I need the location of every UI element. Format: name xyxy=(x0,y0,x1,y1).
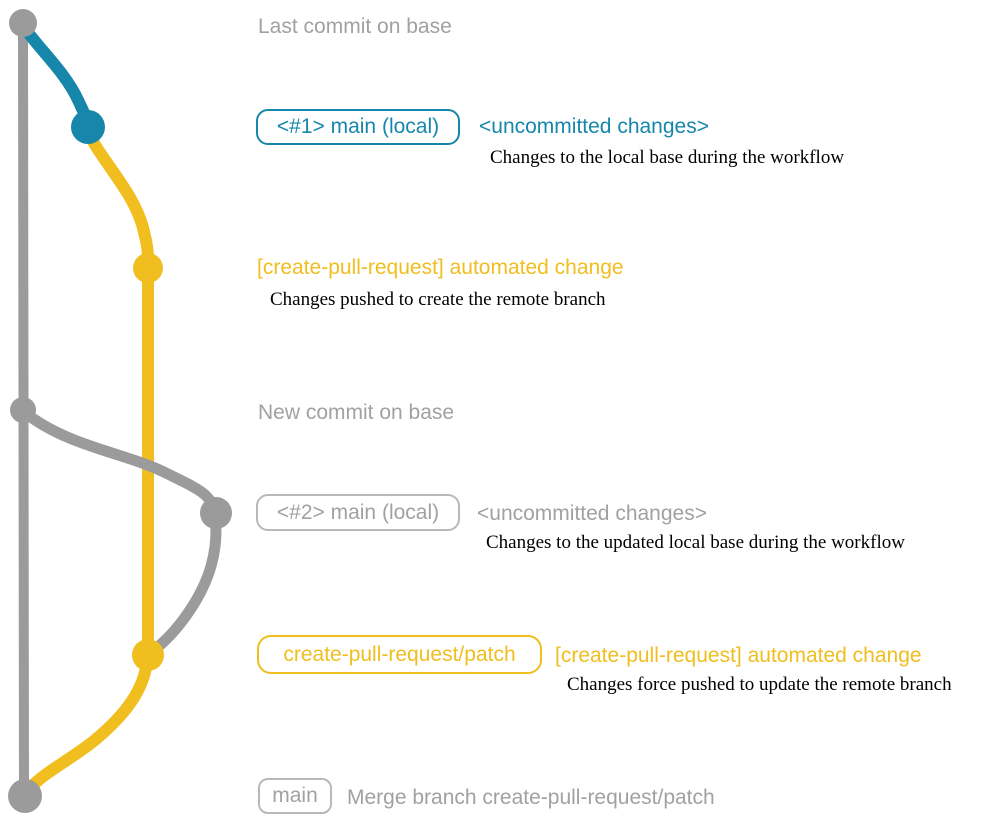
branch-line-uncommitted-1 xyxy=(18,21,94,132)
branch-pill-main: main xyxy=(258,778,332,814)
annotation-automated-change-1: Changes pushed to create the remote bran… xyxy=(270,289,606,310)
commit-node-patch-commit-2 xyxy=(132,639,164,671)
annotation-automated-change-2: Changes force pushed to update the remot… xyxy=(567,674,952,695)
branch-line-uncommitted-2 xyxy=(18,406,222,658)
commit-message-automated-change-2: [create-pull-request] automated change xyxy=(555,644,922,667)
label-last-commit-on-base: Last commit on base xyxy=(258,15,452,38)
branch-pill-main-local-2-label: <#2> main (local) xyxy=(276,500,440,524)
commit-node-local-commit-1 xyxy=(71,110,105,144)
commit-node-new-commit-on-base xyxy=(10,397,36,423)
commit-message-merge: Merge branch create-pull-request/patch xyxy=(347,786,715,809)
annotation-uncommitted-1: Changes to the local base during the wor… xyxy=(490,147,845,168)
commit-message-automated-change-1: [create-pull-request] automated change xyxy=(257,256,624,279)
branch-pill-main-local-1: <#1> main (local) xyxy=(256,109,460,145)
commit-message-uncommitted-2: <uncommitted changes> xyxy=(477,502,707,525)
commit-node-merge-commit xyxy=(8,779,42,813)
commit-message-uncommitted-1: <uncommitted changes> xyxy=(479,115,709,138)
branch-pill-main-local-1-label: <#1> main (local) xyxy=(276,115,440,138)
annotation-uncommitted-2: Changes to the updated local base during… xyxy=(486,532,905,553)
commit-node-last-commit-on-base xyxy=(9,9,37,37)
branch-line-merge xyxy=(25,655,153,793)
branch-line-patch xyxy=(82,126,154,658)
commit-node-patch-commit-1 xyxy=(133,253,163,283)
branch-pill-main-label: main xyxy=(272,784,318,807)
branch-pill-create-pull-request-patch: create-pull-request/patch xyxy=(257,635,542,674)
branch-pill-main-local-2: <#2> main (local) xyxy=(256,494,460,531)
branch-pill-create-pull-request-patch-label: create-pull-request/patch xyxy=(283,642,516,666)
label-new-commit-on-base: New commit on base xyxy=(258,401,455,424)
commit-node-local-commit-2 xyxy=(200,497,232,529)
